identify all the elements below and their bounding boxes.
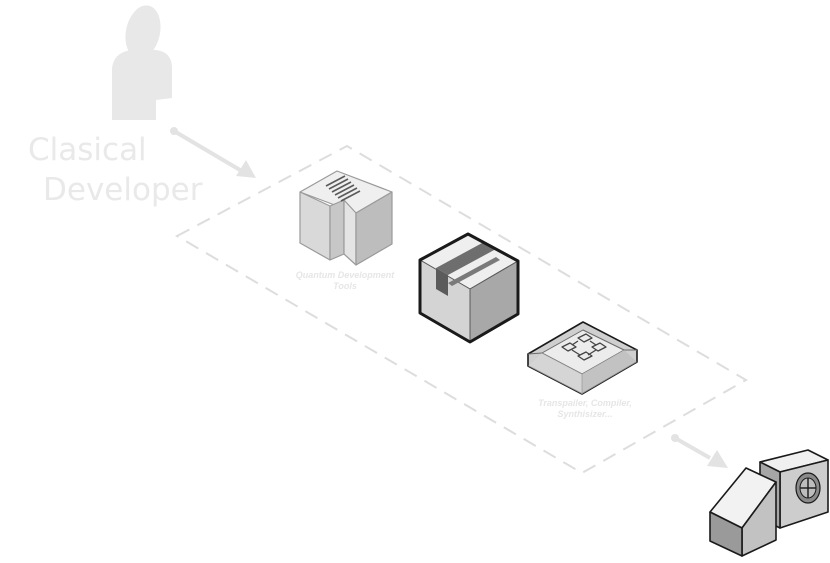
dashed-boundary	[174, 144, 749, 475]
package-icon	[418, 232, 520, 344]
caption-line: Tools	[333, 281, 357, 291]
caption-line: Transpailer, Compiler,	[538, 398, 632, 408]
person-icon	[112, 5, 172, 120]
transpiler-caption: Transpailer, Compiler, Synthisizer...	[505, 398, 665, 420]
classical-developer-label: Clasical Developer	[28, 130, 208, 210]
quantum-hardware-icon	[709, 449, 829, 557]
developer-label-line2: Developer	[43, 172, 203, 208]
quantum-dev-tools-icon	[299, 170, 393, 266]
arrow-out	[671, 434, 728, 468]
caption-line: Synthisizer...	[557, 409, 613, 419]
transpiler-icon	[527, 321, 638, 395]
caption-line: Quantum Development	[295, 270, 395, 280]
arrow-in	[170, 127, 256, 178]
developer-label-line1: Clasical	[28, 132, 147, 168]
quantum-dev-tools-caption: Quantum Development Tools	[270, 270, 420, 292]
